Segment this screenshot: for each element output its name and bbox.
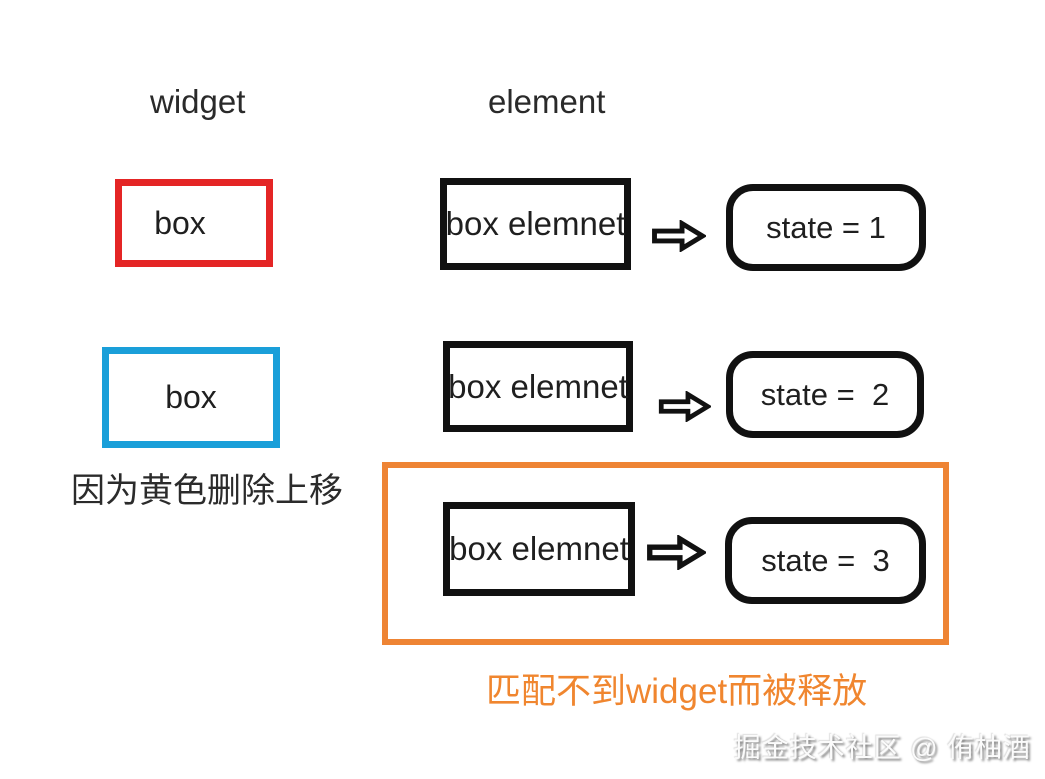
state-box-3: state = 3 (725, 517, 926, 604)
arrow-right-icon (651, 219, 708, 253)
arrow-right-icon (646, 534, 708, 571)
element-box-3: box elemnet (443, 502, 635, 596)
state-box-1-label: state = 1 (766, 209, 886, 245)
watermark: 掘金技术社区 @ 侑柚酒 (733, 733, 1031, 763)
widget-box-red: box (115, 179, 273, 267)
state-box-1: state = 1 (726, 184, 926, 271)
state-box-2-label: state = 2 (760, 376, 890, 412)
element-box-1-label: box elemnet (445, 205, 626, 242)
widget-box-blue: box (102, 347, 280, 448)
element-box-3-label: box elemnet (449, 530, 629, 567)
element-box-2-label: box elemnet (448, 367, 628, 405)
state-box-2: state = 2 (726, 351, 924, 438)
state-box-3-label: state = 3 (761, 542, 890, 578)
widget-box-red-label: box (154, 204, 206, 241)
widget-column-header: widget (150, 83, 246, 120)
element-box-2: box elemnet (443, 341, 633, 432)
note-yellow-removed: 因为黄色删除上移 (71, 472, 343, 510)
released-highlight-frame (382, 462, 949, 645)
released-caption: 匹配不到widget而被释放 (486, 672, 868, 711)
element-column-header: element (488, 83, 606, 120)
widget-box-blue-label: box (165, 379, 217, 415)
arrow-right-icon (658, 390, 713, 423)
element-box-1: box elemnet (440, 178, 631, 270)
